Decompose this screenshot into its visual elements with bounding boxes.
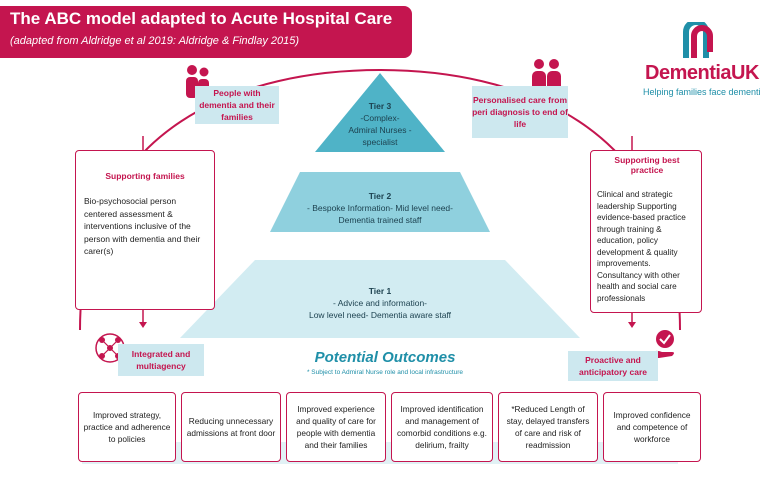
outcome-card: Improved confidence and competence of wo… bbox=[603, 392, 701, 462]
tier3-line: Admiral Nurses - bbox=[348, 125, 412, 135]
tier1-text: Tier 1 - Advice and information- Low lev… bbox=[280, 285, 480, 321]
tier1-line: Low level need- Dementia aware staff bbox=[308, 310, 452, 320]
header-banner: The ABC model adapted to Acute Hospital … bbox=[0, 6, 412, 58]
outcome-card: Improved strategy, practice and adherenc… bbox=[78, 392, 176, 462]
tier3-line: specialist bbox=[362, 137, 398, 147]
outcome-card: Improved identification and management o… bbox=[391, 392, 493, 462]
tier2-line: - Bespoke Information- Mid level need- bbox=[307, 203, 453, 213]
outcome-card: *Reduced Length of stay, delayed transfe… bbox=[498, 392, 598, 462]
label-personalised-care: Personalised care from peri diagnosis to… bbox=[472, 86, 568, 138]
outcomes-title: Potential Outcomes bbox=[314, 349, 456, 366]
tier2-text: Tier 2 - Bespoke Information- Mid level … bbox=[290, 190, 470, 226]
tier2-shape bbox=[270, 172, 490, 232]
logo-wordmark: DementiaUK bbox=[645, 62, 759, 84]
supporting-families-box: Supporting families Bio-psychosocial per… bbox=[75, 150, 215, 310]
tier3-text: Tier 3 -Complex- Admiral Nurses - specia… bbox=[335, 100, 425, 148]
tier1-title: Tier 1 bbox=[368, 286, 392, 296]
logo-tagline: Helping families face dementia bbox=[643, 87, 760, 97]
tier3-title: Tier 3 bbox=[368, 101, 392, 111]
outcome-card: Reducing unnecessary admissions at front… bbox=[181, 392, 281, 462]
tier3-shape bbox=[315, 73, 445, 152]
label-integrated-multiagency: Integrated and multiagency bbox=[118, 344, 204, 376]
outcomes-note: * Subject to Admiral Nurse role and loca… bbox=[306, 369, 464, 376]
tier3-line: -Complex- bbox=[360, 113, 400, 123]
best-practice-body-consultancy: Consultancy with other health and social… bbox=[597, 270, 680, 303]
supporting-families-body: Bio-psychosocial person centered assessm… bbox=[84, 196, 201, 256]
tier1-shape bbox=[180, 260, 580, 338]
best-practice-body: Clinical and strategic leadership Suppor… bbox=[597, 190, 686, 268]
page-subtitle: (adapted from Aldridge et al 2019: Aldri… bbox=[10, 35, 300, 47]
page-title: The ABC model adapted to Acute Hospital … bbox=[10, 9, 393, 28]
label-proactive-care: Proactive and anticipatory care bbox=[568, 351, 658, 381]
tier2-title: Tier 2 bbox=[368, 191, 392, 201]
best-practice-box: Supporting best practice Clinical and st… bbox=[590, 150, 702, 313]
outcome-card: Improved experience and quality of care … bbox=[286, 392, 386, 462]
tier2-line: Dementia trained staff bbox=[338, 215, 422, 225]
tier1-line: - Advice and information- bbox=[332, 298, 428, 308]
label-people-with-dementia: People with dementia and their families bbox=[195, 86, 279, 124]
supporting-families-heading: Supporting families bbox=[105, 171, 185, 181]
best-practice-heading: Supporting best practice bbox=[614, 155, 680, 175]
dementia-uk-logo-icon bbox=[683, 22, 713, 58]
